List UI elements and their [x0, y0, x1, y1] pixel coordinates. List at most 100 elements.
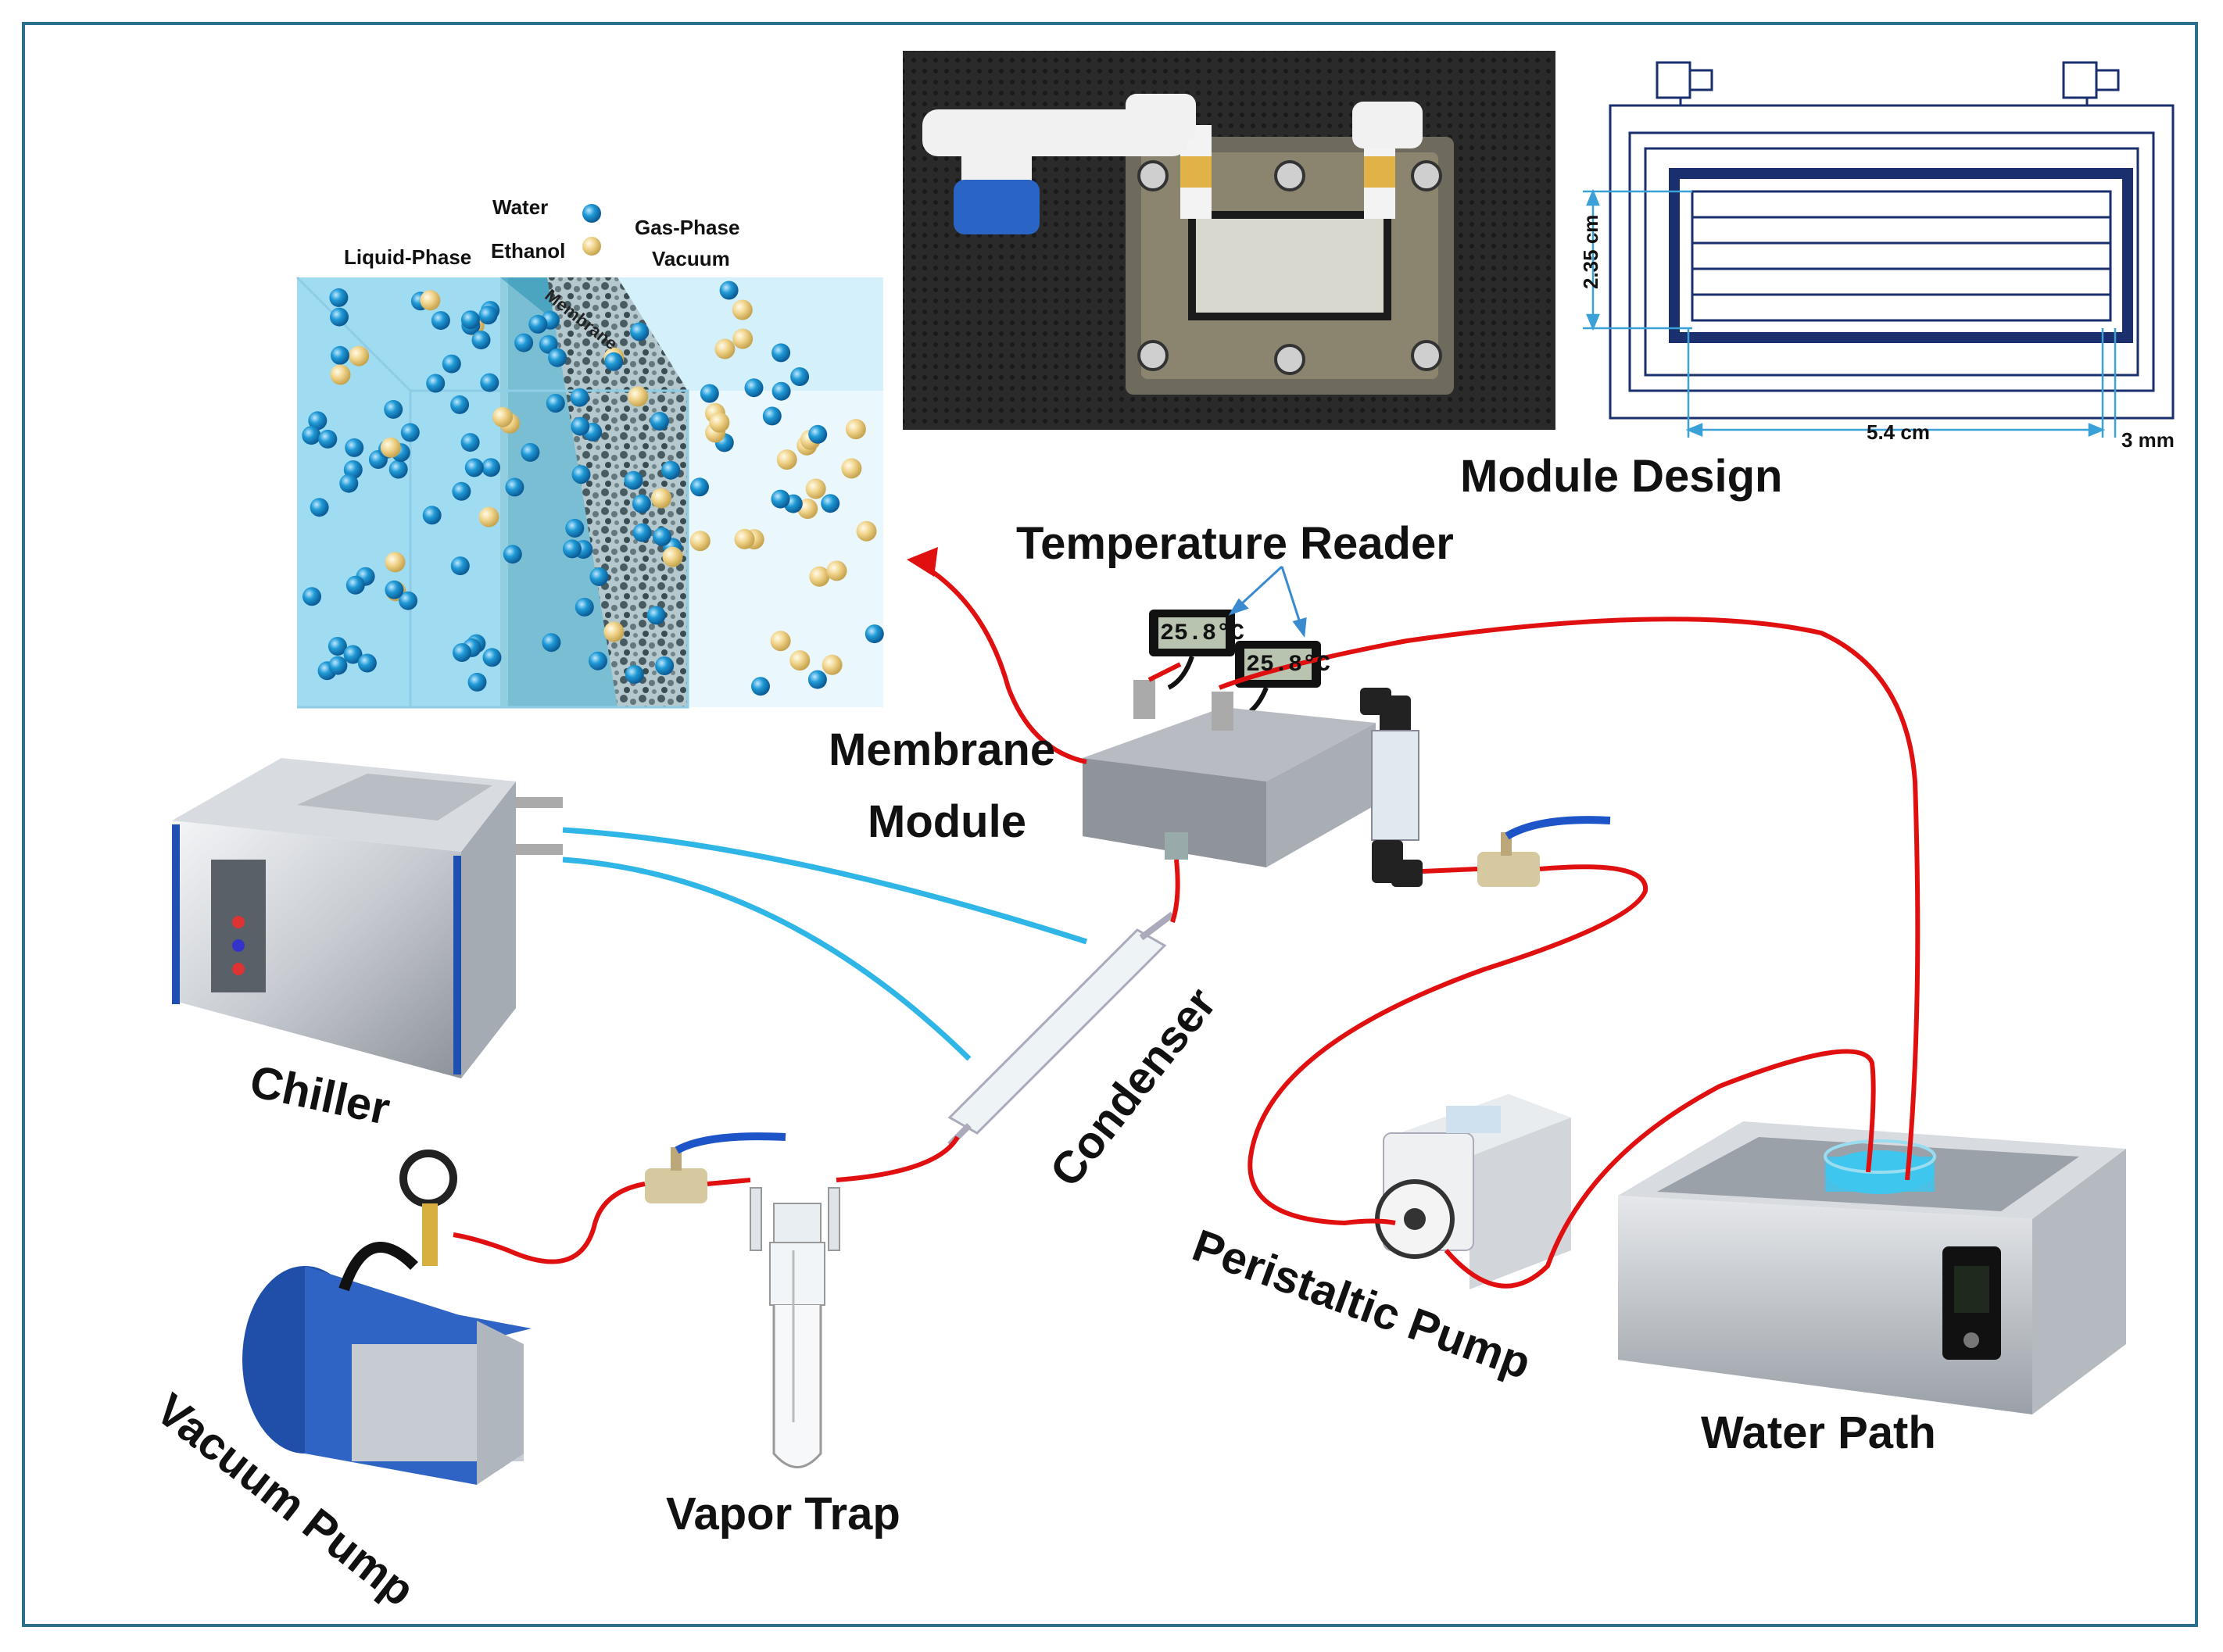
ethanol-molecule	[709, 412, 730, 433]
water-molecule	[650, 412, 669, 431]
water-molecule	[575, 597, 594, 617]
ball-valve-2	[645, 1132, 786, 1203]
water-molecule	[310, 498, 329, 517]
water-molecule	[503, 545, 522, 564]
water-molecule	[481, 458, 500, 477]
water-molecule	[480, 373, 499, 392]
water-molecule	[388, 459, 408, 479]
module-design-title: Module Design	[1460, 451, 1783, 502]
arrow-to-cube	[907, 547, 938, 577]
water-molecule	[399, 591, 418, 610]
vacuum-pump	[242, 1150, 532, 1485]
water-molecule	[546, 394, 565, 413]
ethanol-molecule	[689, 531, 711, 552]
pointer-lines	[1228, 565, 1307, 638]
water-molecule	[426, 374, 446, 393]
length-dimension-label: 5.4 cm	[1867, 420, 1930, 444]
ethanol-label: Ethanol	[491, 239, 566, 263]
water-molecule	[646, 606, 666, 625]
water-molecule	[604, 352, 624, 371]
water-legend-sphere	[582, 204, 601, 223]
ethanol-molecule	[662, 546, 683, 567]
water-molecule	[329, 288, 349, 307]
gap-dimension-label: 3 mm	[2121, 428, 2175, 452]
module-design-drawing	[1609, 61, 2175, 420]
water-molecule	[751, 677, 770, 696]
water-molecule	[632, 523, 652, 542]
water-molecule	[452, 481, 471, 501]
ethanol-molecule	[349, 345, 370, 367]
water-molecule	[330, 307, 349, 327]
water-molecule	[571, 465, 591, 485]
water-molecule	[563, 539, 582, 559]
water-path-label: Water Path	[1701, 1407, 1936, 1458]
water-molecule	[661, 460, 681, 480]
water-molecule	[464, 458, 484, 477]
water-molecule	[328, 656, 348, 675]
membrane-module-label-line2: Module	[868, 796, 1026, 847]
water-molecule	[565, 518, 585, 538]
water-molecule	[528, 314, 548, 334]
vapor-trap	[750, 1187, 840, 1468]
water-molecule	[505, 477, 524, 497]
water-molecule	[571, 417, 590, 436]
water-molecule	[385, 580, 404, 599]
membrane-module-unit	[1083, 680, 1376, 867]
water-molecule	[339, 474, 359, 493]
water-molecule	[808, 424, 828, 444]
height-dimension-label: 2.35 cm	[1579, 214, 1602, 289]
ethanol-molecule	[732, 328, 754, 349]
water-molecule	[589, 567, 609, 586]
chiller	[172, 758, 563, 1078]
peristaltic-pump	[1375, 1094, 1571, 1289]
ethanol-molecule	[732, 299, 753, 320]
ethanol-molecule	[805, 478, 826, 499]
ethanol-molecule	[330, 364, 351, 385]
water-molecule	[744, 378, 764, 398]
molecule-spheres	[302, 281, 884, 696]
water-molecule	[422, 506, 442, 525]
water-molecule	[400, 423, 420, 442]
water-molecule	[302, 587, 321, 606]
water-molecule	[771, 489, 790, 509]
water-molecule	[460, 433, 480, 452]
water-molecule	[482, 648, 502, 667]
membrane-cube	[295, 276, 884, 709]
figure-frame	[22, 22, 2198, 1627]
water-molecule	[471, 331, 491, 350]
ethanol-molecule	[603, 621, 625, 642]
water-molecule	[542, 633, 561, 653]
ethanol-legend-sphere	[582, 237, 601, 256]
ethanol-molecule	[856, 520, 877, 542]
vacuum-label: Vacuum	[652, 247, 730, 270]
water-molecule	[318, 429, 338, 449]
ethanol-molecule	[714, 338, 736, 359]
ethanol-molecule	[734, 528, 755, 549]
ethanol-molecule	[380, 437, 401, 458]
ethanol-molecule	[385, 552, 406, 573]
liquid-phase-label: Liquid-Phase	[344, 245, 472, 269]
water-molecule	[807, 670, 827, 689]
ethanol-molecule	[789, 650, 811, 671]
water-molecule	[690, 477, 709, 497]
ethanol-molecule	[420, 290, 441, 311]
process-lines	[453, 560, 1921, 1289]
ethanol-molecule	[845, 419, 866, 440]
water-molecule	[539, 334, 558, 354]
water-molecule	[655, 656, 675, 675]
water-molecule	[771, 381, 791, 401]
gas-phase-label: Gas-Phase	[635, 216, 740, 239]
temperature-reader-label: Temperature Reader	[1016, 518, 1454, 569]
flowmeter	[1360, 688, 1423, 887]
dimension-lines	[1583, 188, 2117, 438]
ethanol-molecule	[822, 654, 843, 675]
water-molecule	[450, 556, 470, 576]
water-molecule	[521, 442, 540, 462]
water-molecule	[864, 624, 884, 644]
water-molecule	[345, 438, 364, 457]
thermometer-1	[1149, 610, 1235, 690]
water-molecule	[450, 395, 470, 414]
ethanol-molecule	[492, 406, 513, 427]
water-bath	[1618, 1121, 2126, 1414]
